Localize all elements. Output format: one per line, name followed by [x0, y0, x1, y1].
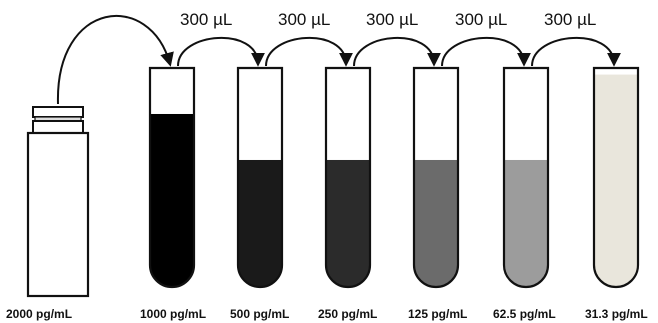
transfer-arrow — [354, 38, 434, 66]
transfer-volume-label: 300 µL — [278, 10, 330, 29]
tube-6-concentration-label: 31.3 pg/mL — [585, 307, 648, 321]
tube-5-concentration-label: 62.5 pg/mL — [493, 307, 556, 321]
transfer-volume-label: 300 µL — [180, 10, 232, 29]
tube-liquid — [414, 160, 458, 287]
tube-liquid — [238, 160, 282, 287]
transfer-volume-label: 300 µL — [544, 10, 596, 29]
tube-liquid — [150, 114, 194, 287]
tube-liquid — [326, 160, 370, 287]
tube-4-concentration-label: 125 pg/mL — [408, 307, 467, 321]
transfer-volume-label: 300 µL — [366, 10, 418, 29]
transfer-arrow — [442, 38, 524, 66]
dilution-tube-2 — [238, 68, 282, 287]
stock-vial — [28, 107, 88, 296]
transfer-arrow — [178, 38, 258, 66]
tube-3-concentration-label: 250 pg/mL — [318, 307, 377, 321]
tube-liquid — [594, 75, 638, 287]
dilution-tube-5 — [504, 68, 548, 287]
dilution-tube-3 — [326, 68, 370, 287]
transfer-arrow — [266, 38, 346, 66]
dilution-tubes — [150, 68, 638, 287]
transfer-arrow — [532, 38, 614, 66]
dilution-tube-1 — [150, 68, 194, 287]
tube-liquid — [504, 160, 548, 287]
dilution-tube-6 — [594, 68, 638, 287]
tube-2-concentration-label: 500 pg/mL — [230, 307, 289, 321]
tube-1-concentration-label: 1000 pg/mL — [140, 307, 206, 321]
dilution-tube-4 — [414, 68, 458, 287]
transfer-volume-label: 300 µL — [455, 10, 507, 29]
stock-concentration-label: 2000 pg/mL — [6, 307, 72, 321]
